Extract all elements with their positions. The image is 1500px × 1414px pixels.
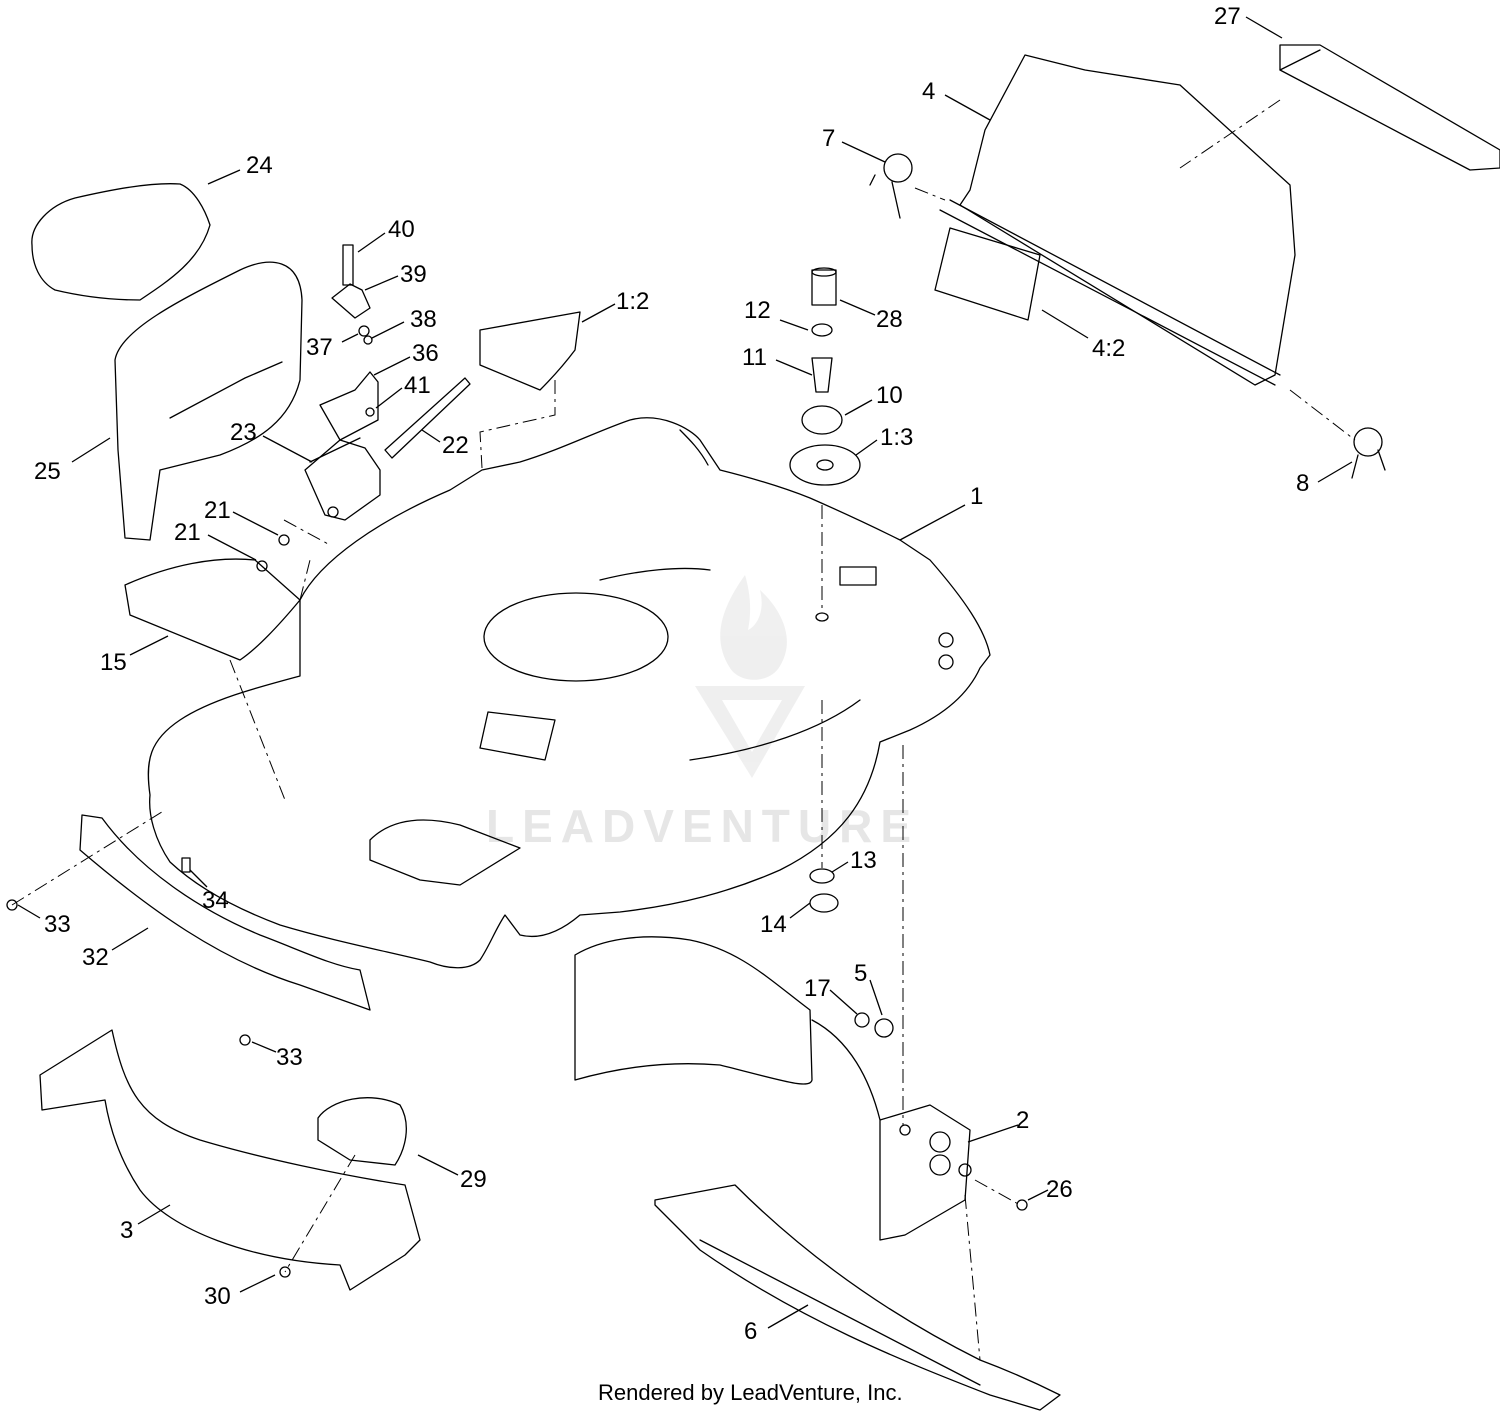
bolt-part-40 bbox=[342, 244, 354, 286]
discharge-tube-part-6 bbox=[654, 1184, 1061, 1411]
callout-27: 27 bbox=[1214, 3, 1241, 30]
callout-6: 6 bbox=[744, 1318, 757, 1345]
callout-25: 25 bbox=[34, 458, 61, 485]
callout-2: 2 bbox=[1016, 1107, 1029, 1134]
callout-33b: 33 bbox=[276, 1044, 303, 1071]
nut-part-14 bbox=[809, 893, 839, 913]
callout-26: 26 bbox=[1046, 1176, 1073, 1203]
bracket-part-36 bbox=[319, 371, 379, 441]
callout-labels: 27 4 7 24 40 39 38 37 36 41 1:2 12 28 4:… bbox=[34, 3, 1309, 1345]
callout-32: 32 bbox=[82, 944, 109, 971]
watermark-text: LEADVENTURE bbox=[486, 800, 919, 852]
callout-12: 12 bbox=[744, 297, 771, 324]
pad-part-4-2 bbox=[934, 227, 1041, 321]
callout-39: 39 bbox=[400, 261, 427, 288]
callout-38: 38 bbox=[410, 306, 437, 333]
nut-part-17 bbox=[854, 1012, 870, 1028]
skirt-part-3 bbox=[39, 1029, 421, 1291]
spring-part-7 bbox=[869, 153, 913, 219]
cover-part-24 bbox=[31, 183, 211, 301]
callout-13: 13 bbox=[850, 847, 877, 874]
watermark-logo bbox=[695, 575, 805, 778]
callout-36: 36 bbox=[412, 340, 439, 367]
fitting-part-28 bbox=[811, 267, 837, 306]
spring-part-8 bbox=[1351, 427, 1386, 479]
callout-11: 11 bbox=[742, 344, 767, 371]
bracket-part-39 bbox=[331, 283, 371, 319]
credit-text: Rendered by LeadVenture, Inc. bbox=[598, 1380, 903, 1405]
callout-22: 22 bbox=[442, 432, 469, 459]
callout-23: 23 bbox=[230, 419, 257, 446]
screw-part-30 bbox=[279, 1266, 291, 1278]
callout-4: 4 bbox=[922, 78, 935, 105]
callout-1: 1 bbox=[970, 483, 983, 510]
washer-part-1-3 bbox=[789, 444, 861, 486]
callout-1-2: 1:2 bbox=[616, 288, 649, 315]
chute-part-2 bbox=[574, 936, 972, 1241]
height-adjuster-part-23 bbox=[304, 437, 381, 521]
callout-3: 3 bbox=[120, 1217, 133, 1244]
callout-33a: 33 bbox=[44, 911, 71, 938]
callout-29: 29 bbox=[460, 1166, 487, 1193]
pin-part-34 bbox=[181, 857, 191, 873]
washer-part-37 bbox=[358, 325, 370, 337]
leader-lines bbox=[17, 16, 1353, 1329]
washer-part-13 bbox=[809, 868, 835, 884]
callout-40: 40 bbox=[388, 216, 415, 243]
bolt-part-21a bbox=[278, 534, 290, 546]
callout-4-2: 4:2 bbox=[1092, 335, 1125, 362]
callout-34: 34 bbox=[202, 887, 229, 914]
shield-part-25 bbox=[114, 261, 303, 541]
washer-part-12 bbox=[811, 323, 833, 337]
screw-part-33b bbox=[239, 1034, 251, 1046]
strip-part-27 bbox=[1279, 44, 1500, 171]
nut-part-41 bbox=[365, 407, 375, 417]
callout-5: 5 bbox=[854, 960, 867, 987]
callout-14: 14 bbox=[760, 911, 787, 938]
callout-1-3: 1:3 bbox=[880, 424, 913, 451]
bushing-part-5 bbox=[874, 1018, 894, 1038]
bolt-part-21b bbox=[256, 560, 268, 572]
callout-30: 30 bbox=[204, 1283, 231, 1310]
washer-part-38 bbox=[363, 335, 373, 345]
baffle-part-32 bbox=[79, 814, 371, 1011]
callout-21b: 21 bbox=[174, 519, 201, 546]
callout-15: 15 bbox=[100, 649, 127, 676]
mower-deck-part-1 bbox=[147, 417, 991, 969]
rear-flap-part-4 bbox=[939, 54, 1296, 386]
callout-37: 37 bbox=[306, 334, 333, 361]
screw-part-26 bbox=[1016, 1199, 1028, 1211]
callout-10: 10 bbox=[876, 382, 903, 409]
callout-8: 8 bbox=[1296, 470, 1309, 497]
callout-7: 7 bbox=[822, 125, 835, 152]
deflector-part-29 bbox=[317, 1097, 407, 1166]
pad-part-15 bbox=[124, 558, 301, 661]
callout-28: 28 bbox=[876, 306, 903, 333]
plug-part-11 bbox=[811, 357, 833, 393]
nut-part-10 bbox=[801, 405, 843, 435]
pad-part-1-2 bbox=[479, 311, 581, 391]
rod-part-22 bbox=[384, 377, 471, 459]
callout-24: 24 bbox=[246, 152, 273, 179]
assembly-lines bbox=[11, 99, 1356, 1361]
callout-17: 17 bbox=[804, 975, 831, 1002]
callout-41: 41 bbox=[404, 372, 431, 399]
screw-part-33a bbox=[6, 899, 18, 911]
callout-21a: 21 bbox=[204, 497, 231, 524]
